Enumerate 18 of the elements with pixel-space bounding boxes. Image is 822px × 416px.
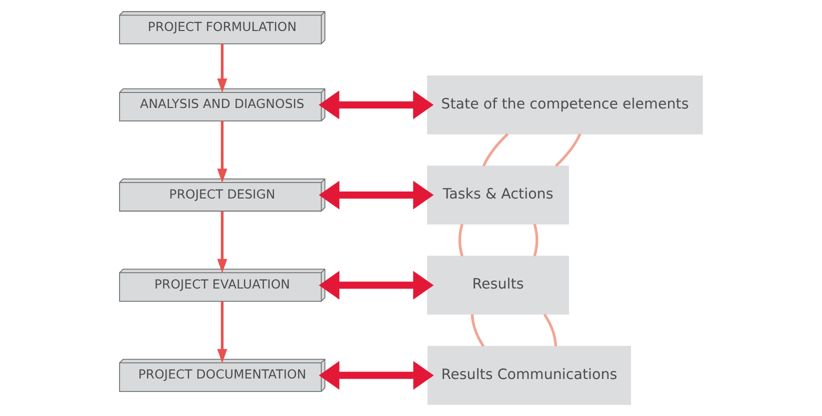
connector (554, 133, 582, 167)
node-box: State of the competence elements (427, 75, 703, 134)
connector (533, 224, 538, 256)
arrow (318, 361, 434, 390)
arrow (217, 211, 228, 274)
arrow (318, 180, 434, 210)
node-box: Tasks & Actions (427, 166, 569, 225)
arrow (318, 270, 434, 300)
arrow (318, 90, 434, 120)
connector (458, 224, 464, 256)
arrow (217, 302, 228, 364)
connector (543, 314, 558, 346)
node-box: Results (427, 256, 569, 315)
node-box: Results Communications (428, 346, 632, 405)
arrow (217, 121, 228, 183)
connector (482, 133, 509, 166)
arrow (217, 44, 228, 93)
connector (470, 314, 485, 347)
